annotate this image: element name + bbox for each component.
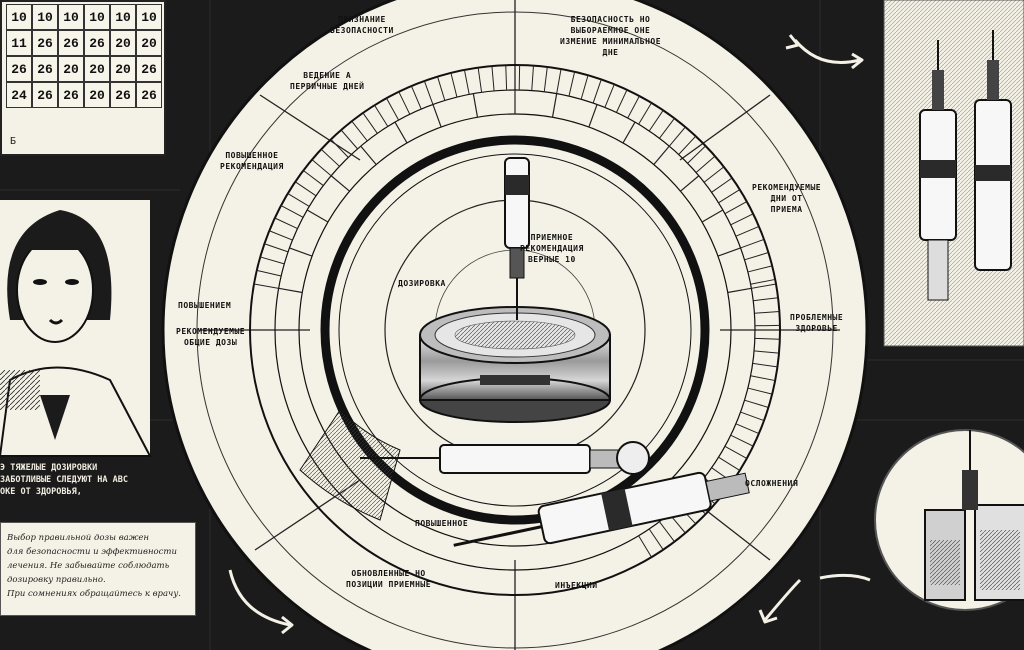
- calendar-cell: 26: [6, 56, 32, 82]
- petri-dish: [419, 306, 611, 423]
- label-top-right: БЕЗОПАСНОСТЬ НО ВЫБОРАЕМНОЕ ОНЕ ИЗМЕНИЕ …: [560, 15, 662, 57]
- calendar-cell: 26: [32, 82, 58, 108]
- label-left-mid-2: РЕКОМЕНДУЕМЫЕ ОБЩИЕ ДОЗЫ: [176, 327, 246, 347]
- portrait-caption: Э ТЯЖЕЛЫЕ ДОЗИРОВКИ ЗАБОТЛИВЫЕ СЛЕДУЮТ Н…: [0, 463, 128, 497]
- label-top-left-2: ВЕДЕНИЕ А ПЕРВИЧНЫЕ ДНЕЙ: [290, 71, 365, 91]
- syringe-icon: [974, 30, 1012, 271]
- label-bottom-right: ИНЪЕКЦИИ: [555, 581, 598, 590]
- label-left-upper: ПОВЫШЕННОЕ РЕКОМЕНДАЦИЯ: [220, 151, 284, 171]
- calendar-cell: 26: [136, 56, 162, 82]
- label-left-mid-1: ПОВЫШЕНИЕМ: [178, 301, 232, 310]
- woman-portrait-icon: [0, 200, 152, 457]
- syringe-icon: [504, 157, 530, 320]
- calendar-cell: 11: [6, 30, 32, 56]
- label-top-left-1: ПРИЗНАНИЕ БЕЗОПАСНОСТИ: [330, 15, 394, 35]
- label-right-upper: РЕКОМЕНДУЕМЫЕ ДНИ ОТ ПРИЕМА: [752, 183, 822, 214]
- arrow-icon: [228, 34, 871, 635]
- calendar-cell: 20: [84, 82, 110, 108]
- label-center-top: ПРИЕМНОЕ РЕКОМЕНДАЦИЯ ВЕРНЫЕ 10: [520, 233, 584, 264]
- calendar-cell: 26: [110, 82, 136, 108]
- label-bottom-mid: ОБНОВЛЕННЫЕ НО ПОЗИЦИИ ПРИЕМНЫЕ: [346, 569, 432, 589]
- syringe-icon: [919, 40, 957, 301]
- calendar-cell: 10: [6, 4, 32, 30]
- calendar-cell: 20: [110, 30, 136, 56]
- syringe-icon: [360, 441, 650, 475]
- label-right-mid: ПРОБЛЕМНЫЕ ЗДОРОВЬЕ: [790, 313, 844, 333]
- vial-icon: [874, 429, 1024, 611]
- label-right-low: ОСЛОЖНЕНИЯ: [745, 479, 799, 488]
- calendar-cell: 26: [58, 30, 84, 56]
- syringe-panel: [883, 0, 1024, 347]
- label-bottom-left: ПОВЫШЕННОЕ: [415, 519, 469, 528]
- calendar-footer: Б: [10, 136, 17, 147]
- syringe-icon: [453, 471, 750, 547]
- calendar-cell: 26: [32, 56, 58, 82]
- calendar-cell: 24: [6, 82, 32, 108]
- calendar-cell: 10: [84, 4, 110, 30]
- calendar-cell: 10: [110, 4, 136, 30]
- calendar-cell: 20: [58, 56, 84, 82]
- calendar-cell: 26: [84, 30, 110, 56]
- calendar-cell: 10: [136, 4, 162, 30]
- calendar-cell: 26: [136, 82, 162, 108]
- calendar-cell: 10: [32, 4, 58, 30]
- calendar-cell: 20: [84, 56, 110, 82]
- calendar-cell: 26: [32, 30, 58, 56]
- calendar-cell: 26: [58, 82, 84, 108]
- advice-note: Выбор правильной дозы важен для безопасн…: [0, 522, 196, 616]
- label-center-left: ДОЗИРОВКА: [398, 279, 446, 288]
- calendar-cell: 20: [136, 30, 162, 56]
- calendar-cell: 20: [110, 56, 136, 82]
- calendar-cell: 10: [58, 4, 84, 30]
